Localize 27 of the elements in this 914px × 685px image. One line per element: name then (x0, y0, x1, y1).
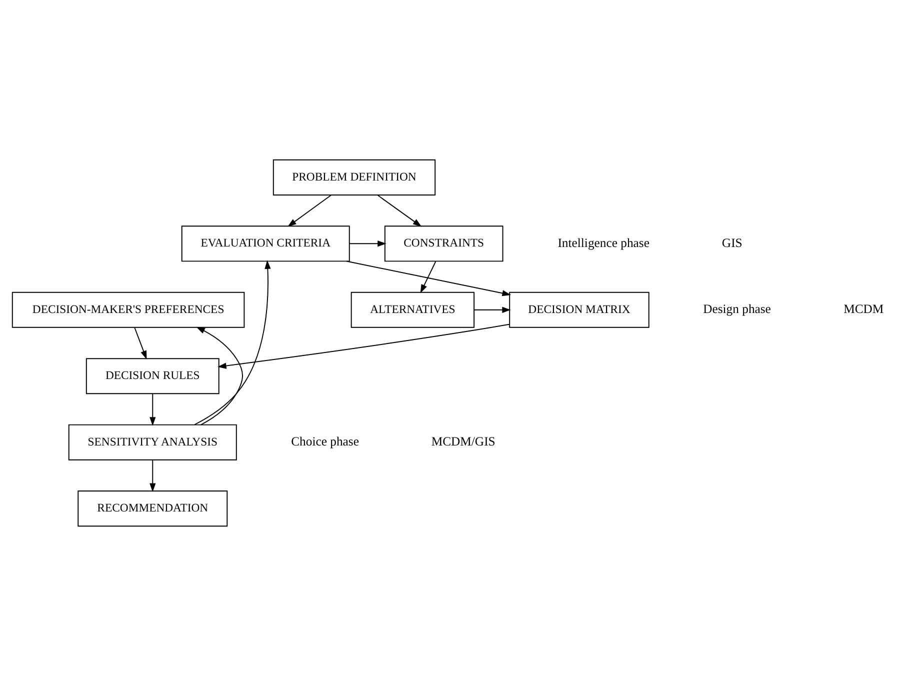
arrow (196, 326, 244, 425)
node-box: DECISION-MAKER'S PREFERENCES (12, 291, 245, 328)
label: Choice phase (291, 434, 359, 448)
arrow (420, 260, 436, 293)
arrow (474, 306, 511, 312)
label: MCDM (844, 302, 884, 316)
label: GIS (722, 235, 742, 250)
node-box: SENSITIVITY ANALYSIS (68, 424, 237, 460)
arrow (218, 323, 510, 368)
node-box: DECISION RULES (86, 358, 220, 394)
arrow (377, 194, 422, 226)
arrow (150, 392, 156, 426)
arrow (349, 240, 386, 246)
label: Design phase (703, 302, 771, 316)
label: MCDM/GIS (431, 434, 496, 448)
arrow (134, 326, 147, 360)
node-box: ALTERNATIVES (350, 291, 475, 328)
node-box: CONSTRAINTS (384, 225, 504, 262)
arrow (194, 260, 271, 425)
node-box: RECOMMENDATION (78, 490, 228, 526)
node-box: DECISION MATRIX (509, 291, 650, 328)
arrow (150, 459, 156, 492)
node-box: PROBLEM DEFINITION (272, 158, 436, 195)
arrow (288, 194, 332, 226)
arrow (346, 260, 512, 296)
label: Intelligence phase (558, 235, 650, 250)
node-box: EVALUATION CRITERIA (181, 225, 350, 262)
